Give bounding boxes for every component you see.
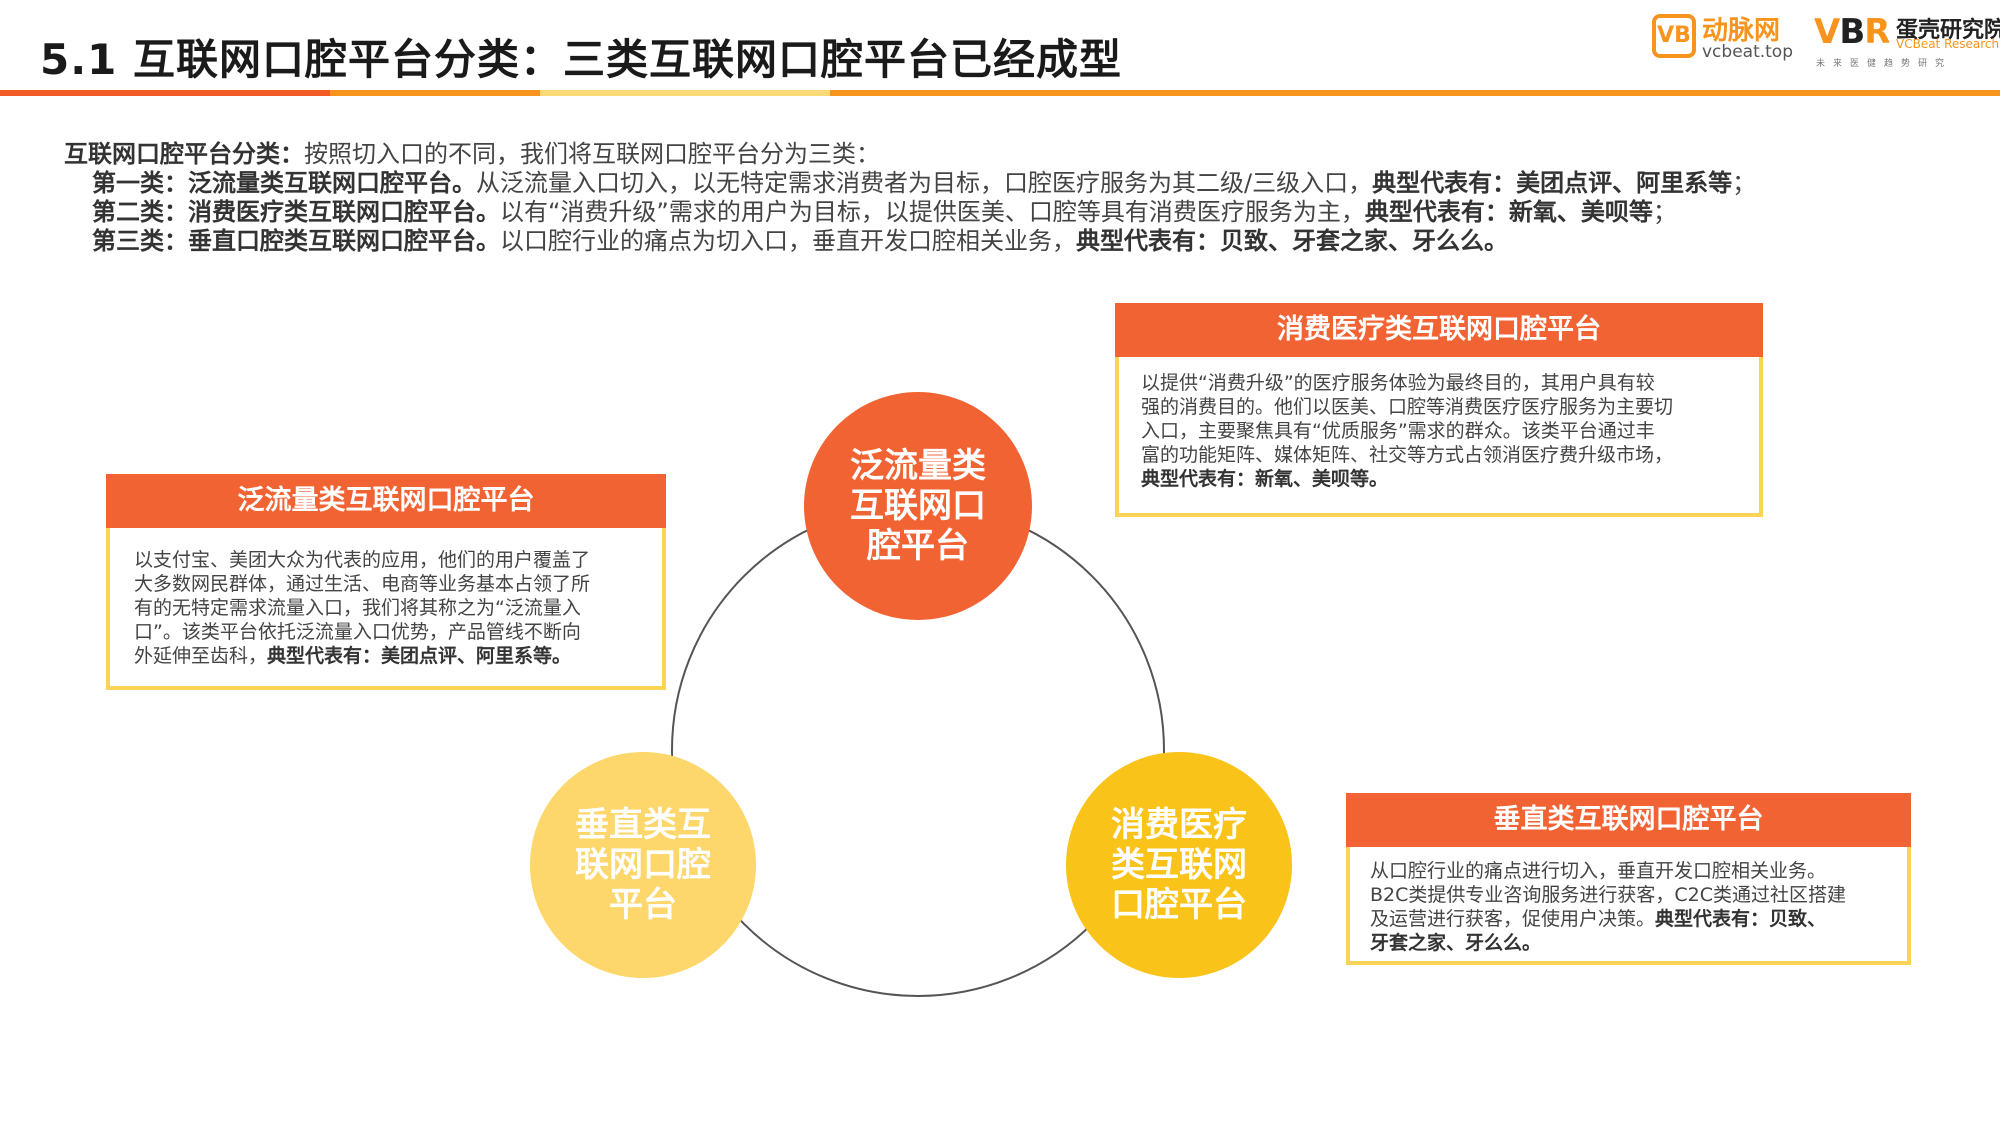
circle-label-line: 口腔平台 (1111, 885, 1247, 925)
card-line: 牙套之家、牙么么。 (1370, 931, 1907, 955)
card-rep-label: 典型代表有： (1141, 468, 1256, 490)
card-traffic-platform: 泛流量类互联网口腔平台 以支付宝、美团大众为代表的应用，他们的用户覆盖了 大多数… (106, 474, 666, 690)
card-line-text: 及运营进行获客，促使用户决策。 (1370, 908, 1656, 930)
intro-item-rep-label: 典型代表有： (1076, 227, 1220, 255)
intro-item-prefix: 第二类： (92, 198, 188, 226)
intro-item-rep: 贝致、牙套之家、牙么么。 (1220, 227, 1508, 255)
vbr-logo-name: 蛋壳研究院 (1896, 18, 2000, 43)
card-body: 以提供“消费升级”的医疗服务体验为最终目的，其用户具有较 强的消费目的。他们以医… (1119, 357, 1759, 491)
header-divider-yellow (540, 90, 830, 96)
intro-item-prefix: 第三类： (92, 227, 188, 255)
card-consumer-platform: 消费医疗类互联网口腔平台 以提供“消费升级”的医疗服务体验为最终目的，其用户具有… (1115, 303, 1763, 517)
vbr-logo-slogan: 未来医健趋势研究 (1816, 59, 1953, 69)
vcbeat-logo-icon: VB (1652, 14, 1696, 58)
card-line: 富的功能矩阵、媒体矩阵、社交等方式占领消医疗费升级市场， (1141, 444, 1674, 466)
intro-item-rep: 新氧、美呗等 (1508, 198, 1653, 226)
card-title: 垂直类互联网口腔平台 (1346, 793, 1911, 847)
card-title: 消费医疗类互联网口腔平台 (1115, 303, 1763, 357)
intro-item-2: 第二类：消费医疗类互联网口腔平台。以有“消费升级”需求的用户为目标，以提供医美、… (64, 198, 1756, 227)
card-line: 外延伸至齿科，典型代表有：美团点评、阿里系等。 (134, 644, 662, 668)
intro-heading: 互联网口腔平台分类：按照切入口的不同，我们将互联网口腔平台分为三类： (64, 140, 1756, 169)
header-divider-orange (330, 90, 540, 96)
circle-consumer-platform: 消费医疗类互联网口腔平台 (1066, 752, 1292, 978)
intro-item-name: 垂直口腔类互联网口腔平台。 (188, 227, 500, 255)
card-line: 以支付宝、美团大众为代表的应用，他们的用户覆盖了 (134, 549, 591, 571)
card-line: 典型代表有：新氧、美呗等。 (1141, 467, 1759, 491)
intro-text: 按照切入口的不同，我们将互联网口腔平台分为三类： (304, 140, 880, 168)
circle-traffic-platform: 泛流量类互联网口腔平台 (804, 392, 1032, 620)
circle-label-line: 联网口腔 (575, 845, 711, 885)
intro-item-rep: 美团点评、阿里系等 (1516, 169, 1733, 197)
intro-item-end: ； (1732, 169, 1757, 197)
card-line: B2C类提供专业咨询服务进行获客，C2C类通过社区搭建 (1370, 884, 1847, 906)
card-rep: 美团点评、阿里系等。 (381, 645, 572, 667)
page-title: 5.1 互联网口腔平台分类：三类互联网口腔平台已经成型 (40, 35, 1123, 84)
intro-label: 互联网口腔平台分类： (64, 140, 304, 168)
intro-item-desc: 以有“消费升级”需求的用户为目标，以提供医美、口腔等具有消费医疗服务为主， (500, 198, 1365, 226)
circle-label-line: 互联网口 (850, 486, 986, 526)
intro-item-name: 消费医疗类互联网口腔平台。 (188, 198, 500, 226)
card-line: 有的无特定需求流量入口，我们将其称之为“泛流量入 (134, 597, 581, 619)
intro-item-rep-label: 典型代表有： (1372, 169, 1517, 197)
card-rep-label: 典型代表有： (267, 645, 382, 667)
vcbeat-logo-url: vcbeat.top (1702, 42, 1794, 62)
card-rep: 牙套之家、牙么么。 (1370, 932, 1542, 954)
intro-item-rep-label: 典型代表有： (1364, 198, 1509, 226)
intro-block: 互联网口腔平台分类：按照切入口的不同，我们将互联网口腔平台分为三类： 第一类：泛… (64, 140, 1756, 256)
intro-item-desc: 从泛流量入口切入，以无特定需求消费者为目标，口腔医疗服务为其二级/三级入口， (476, 169, 1373, 197)
card-line: 及运营进行获客，促使用户决策。典型代表有：贝致、 (1370, 907, 1907, 931)
card-line-text: 外延伸至齿科， (134, 645, 268, 667)
circle-label-line: 腔平台 (867, 526, 969, 566)
card-line: 以提供“消费升级”的医疗服务体验为最终目的，其用户具有较 (1141, 372, 1655, 394)
card-rep: 新氧、美呗等。 (1255, 468, 1389, 490)
card-vertical-platform: 垂直类互联网口腔平台 从口腔行业的痛点进行切入，垂直开发口腔相关业务。 B2C类… (1346, 793, 1911, 965)
intro-item-desc: 以口腔行业的痛点为切入口，垂直开发口腔相关业务， (500, 227, 1076, 255)
card-rep-label: 典型代表有： (1655, 908, 1770, 930)
card-line: 强的消费目的。他们以医美、口腔等消费医疗医疗服务为主要切 (1141, 396, 1674, 418)
intro-item-prefix: 第一类： (92, 169, 188, 197)
card-line: 从口腔行业的痛点进行切入，垂直开发口腔相关业务。 (1370, 860, 1827, 882)
card-line: 口”。该类平台依托泛流量入口优势，产品管线不断向 (134, 621, 581, 643)
circle-label-line: 垂直类互 (575, 805, 711, 845)
card-line: 入口，主要聚焦具有“优质服务”需求的群众。该类平台通过丰 (1141, 420, 1655, 442)
vcbeat-logo-name: 动脉网 (1702, 16, 1781, 46)
header-divider-red (0, 90, 330, 96)
circle-label-line: 类互联网 (1111, 845, 1247, 885)
card-title: 泛流量类互联网口腔平台 (106, 474, 666, 528)
card-line: 大多数网民群体，通过生活、电商等业务基本占领了所 (134, 573, 591, 595)
intro-item-name: 泛流量类互联网口腔平台。 (188, 169, 476, 197)
circle-vertical-platform: 垂直类互联网口腔平台 (530, 752, 756, 978)
circle-label-line: 泛流量类 (850, 446, 986, 486)
header-divider-orange-long (830, 90, 2000, 96)
card-rep: 贝致、 (1769, 908, 1827, 930)
card-body: 以支付宝、美团大众为代表的应用，他们的用户覆盖了 大多数网民群体，通过生活、电商… (110, 528, 662, 668)
intro-item-1: 第一类：泛流量类互联网口腔平台。从泛流量入口切入，以无特定需求消费者为目标，口腔… (64, 169, 1756, 198)
circle-label-line: 消费医疗 (1111, 805, 1247, 845)
vbr-logo-icon: VBR (1814, 12, 1890, 52)
intro-item-end: ； (1652, 198, 1677, 226)
card-body: 从口腔行业的痛点进行切入，垂直开发口腔相关业务。 B2C类提供专业咨询服务进行获… (1350, 847, 1907, 955)
circle-label-line: 平台 (609, 885, 677, 925)
intro-item-3: 第三类：垂直口腔类互联网口腔平台。以口腔行业的痛点为切入口，垂直开发口腔相关业务… (64, 227, 1756, 256)
vbr-logo-english: VCBeat Research (1896, 37, 2000, 51)
